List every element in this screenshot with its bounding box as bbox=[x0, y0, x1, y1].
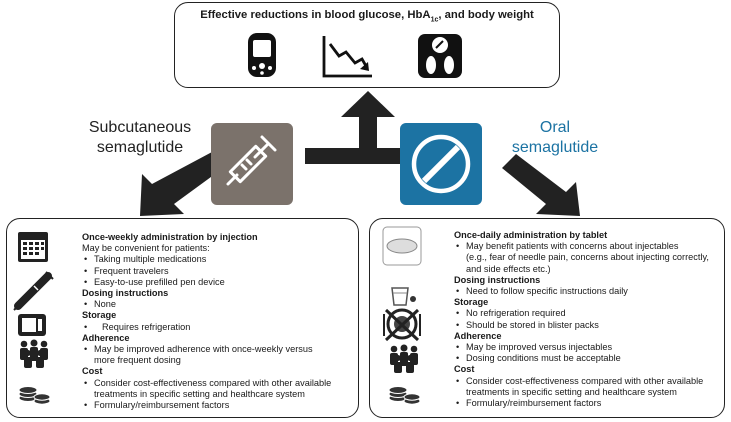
pill-icon bbox=[400, 123, 482, 205]
subcutaneous-details-text: Once-weekly administration by injection … bbox=[82, 232, 354, 411]
subcutaneous-label: Subcutaneous semaglutide bbox=[88, 119, 192, 156]
coins-icon bbox=[18, 386, 51, 405]
declining-chart-icon bbox=[322, 36, 372, 78]
refrigerator-icon bbox=[18, 314, 46, 336]
no-food-plate-icon bbox=[383, 308, 421, 342]
weighing-scale-icon bbox=[418, 34, 462, 78]
outcomes-title: Effective reductions in blood glucose, H… bbox=[200, 9, 534, 24]
glucometer-icon bbox=[248, 33, 276, 77]
syringe-icon bbox=[211, 123, 293, 205]
tablet-icon bbox=[382, 226, 422, 266]
coins-icon bbox=[388, 386, 421, 405]
outcomes-box: Effective reductions in blood glucose, H… bbox=[174, 2, 560, 88]
people-group-icon bbox=[20, 339, 48, 368]
oral-details-text: Once-daily administration by tablet May … bbox=[454, 230, 722, 409]
calendar-icon bbox=[18, 232, 48, 262]
left-diagonal-arrow bbox=[140, 152, 226, 216]
upward-t-arrow bbox=[305, 91, 431, 164]
water-glass-icon bbox=[391, 287, 416, 306]
right-diagonal-arrow bbox=[502, 154, 580, 216]
pen-injector-icon bbox=[13, 271, 54, 311]
oral-label: Oral semaglutide bbox=[511, 119, 599, 156]
people-group-icon bbox=[390, 344, 418, 373]
